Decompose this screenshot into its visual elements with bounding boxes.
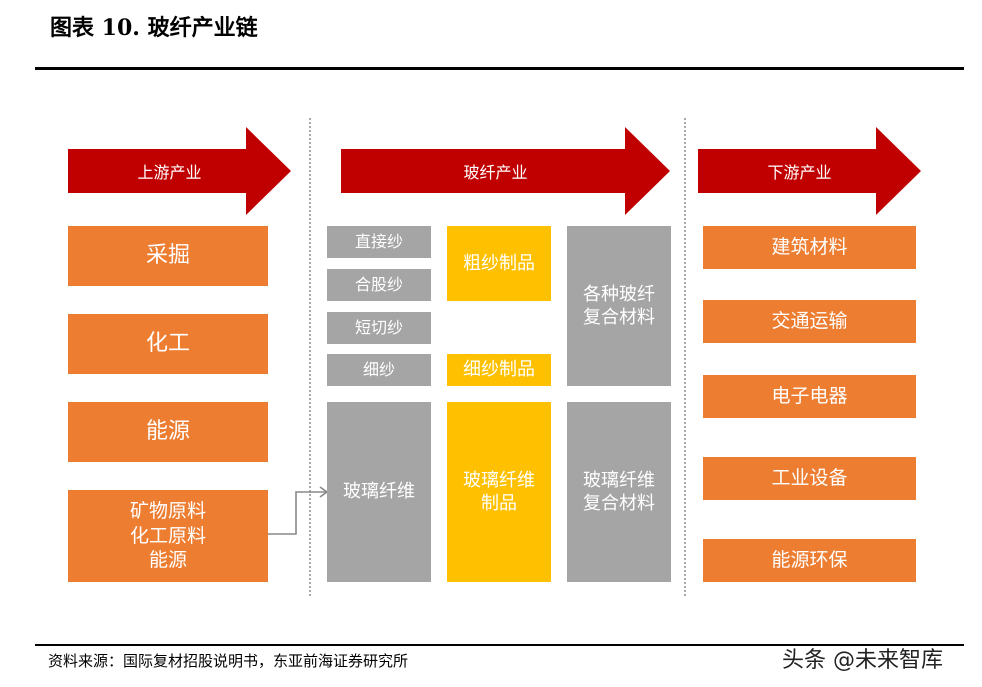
raw-line-2: 化工原料 bbox=[129, 524, 206, 547]
fine-yarn-products-label: 细纱制品 bbox=[463, 359, 535, 381]
upstream-arrow: 上游产业 bbox=[68, 127, 291, 215]
upstream-chemical-label: 化工 bbox=[145, 330, 190, 356]
separator-right bbox=[684, 118, 686, 596]
downstream-industrial-label: 工业设备 bbox=[771, 467, 848, 490]
upstream-arrow-label: 上游产业 bbox=[137, 163, 202, 182]
downstream-construction-label: 建筑材料 bbox=[771, 236, 848, 259]
downstream-energy-env-box: 能源环保 bbox=[703, 539, 916, 582]
downstream-transport-label: 交通运输 bbox=[771, 310, 848, 333]
arrow-shape-icon bbox=[698, 127, 921, 215]
composites-box: 各种玻纤 复合材料 bbox=[567, 226, 671, 386]
bottom-rule bbox=[35, 644, 964, 646]
fine-yarn-products-box: 细纱制品 bbox=[447, 354, 551, 386]
downstream-electronics-label: 电子电器 bbox=[771, 385, 848, 408]
separator-left bbox=[309, 118, 311, 596]
glass-fiber-composites-box: 玻璃纤维 复合材料 bbox=[567, 402, 671, 582]
midstream-arrow-label: 玻纤产业 bbox=[463, 163, 528, 182]
composites-line-1: 各种玻纤 bbox=[583, 283, 655, 305]
glass-fiber-box: 玻璃纤维 bbox=[327, 402, 431, 582]
top-rule bbox=[35, 67, 964, 70]
downstream-arrow: 下游产业 bbox=[698, 127, 921, 215]
upstream-energy-label: 能源 bbox=[145, 418, 190, 444]
roving-products-box: 粗纱制品 bbox=[447, 226, 551, 301]
chopped-yarn-box: 短切纱 bbox=[327, 312, 431, 344]
upstream-mining-box: 采掘 bbox=[68, 226, 268, 286]
downstream-arrow-label: 下游产业 bbox=[767, 163, 832, 182]
roving-products-label: 粗纱制品 bbox=[463, 252, 535, 274]
downstream-energy-env-label: 能源环保 bbox=[771, 549, 848, 572]
glass-fiber-label: 玻璃纤维 bbox=[343, 481, 415, 503]
glass-fiber-products-box: 玻璃纤维 制品 bbox=[447, 402, 551, 582]
upstream-energy-box: 能源 bbox=[68, 402, 268, 462]
midstream-arrow: 玻纤产业 bbox=[341, 127, 670, 215]
watermark: 头条 @未来智库 bbox=[782, 648, 943, 673]
plied-yarn-box: 合股纱 bbox=[327, 269, 431, 301]
direct-yarn-box: 直接纱 bbox=[327, 226, 431, 258]
downstream-transport-box: 交通运输 bbox=[703, 300, 916, 343]
gf-composites-line-1: 玻璃纤维 bbox=[583, 469, 655, 491]
raw-line-1: 矿物原料 bbox=[129, 499, 206, 522]
figure-title: 图表 10. 玻纤产业链 bbox=[50, 15, 258, 41]
upstream-chemical-box: 化工 bbox=[68, 314, 268, 374]
fine-yarn-label: 细纱 bbox=[362, 359, 395, 379]
arrow-shape-icon bbox=[68, 127, 291, 215]
fine-yarn-box: 细纱 bbox=[327, 354, 431, 386]
gf-products-line-2: 制品 bbox=[481, 493, 517, 514]
upstream-raw-materials-box: 矿物原料 化工原料 能源 bbox=[68, 490, 268, 582]
connector-arrow-icon bbox=[268, 486, 329, 535]
source-note: 资料来源：国际复材招股说明书，东亚前海证券研究所 bbox=[48, 652, 409, 670]
downstream-electronics-box: 电子电器 bbox=[703, 375, 916, 418]
gf-products-line-1: 玻璃纤维 bbox=[463, 469, 535, 491]
plied-yarn-label: 合股纱 bbox=[354, 274, 403, 294]
downstream-industrial-box: 工业设备 bbox=[703, 457, 916, 500]
arrow-shape-icon bbox=[341, 127, 670, 215]
gf-composites-line-2: 复合材料 bbox=[583, 493, 655, 514]
composites-line-2: 复合材料 bbox=[583, 307, 655, 328]
upstream-mining-label: 采掘 bbox=[145, 242, 190, 268]
downstream-construction-box: 建筑材料 bbox=[703, 226, 916, 269]
raw-line-3: 能源 bbox=[148, 549, 187, 572]
direct-yarn-label: 直接纱 bbox=[354, 231, 403, 251]
chopped-yarn-label: 短切纱 bbox=[354, 317, 403, 337]
